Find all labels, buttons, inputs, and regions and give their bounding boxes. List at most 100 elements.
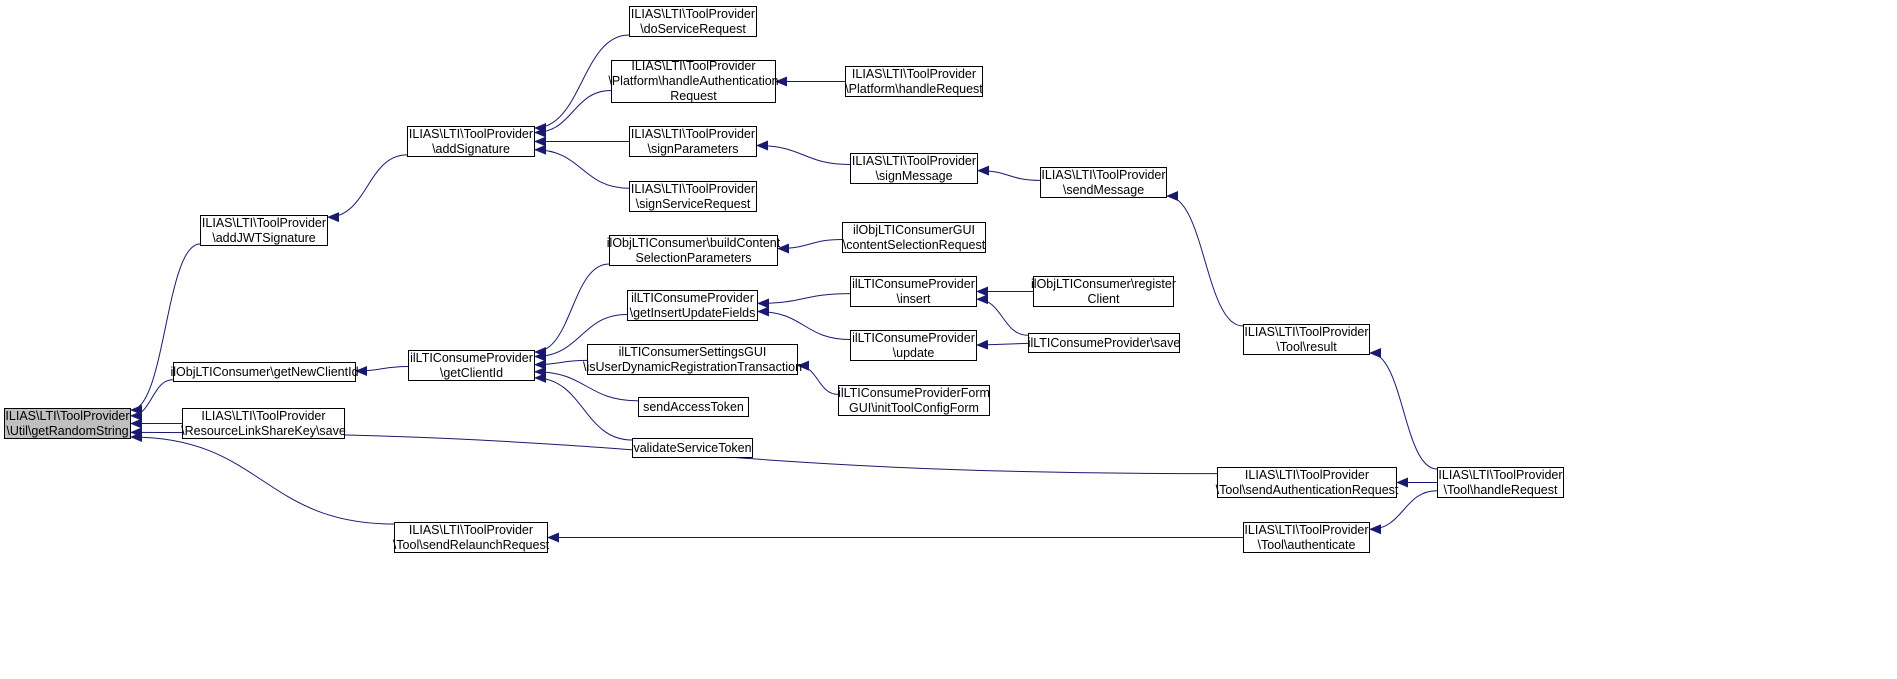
node-label-line: GUI\initToolConfigForm xyxy=(849,400,979,415)
node-label-line: SelectionParameters xyxy=(635,250,752,265)
node-label-line: Client xyxy=(1087,291,1120,306)
node-label-line: ilLTIConsumerSettingsGUI xyxy=(618,344,767,359)
graph-node-toolHandleRequest[interactable]: ILIAS\LTI\ToolProvider\Tool\handleReques… xyxy=(1437,467,1564,498)
node-label-line: \sendMessage xyxy=(1062,182,1145,197)
node-label-line: ilObjLTIConsumer\getNewClientId xyxy=(170,364,359,379)
graph-node-addJWTSignature[interactable]: ILIAS\LTI\ToolProvider\addJWTSignature xyxy=(200,215,328,246)
graph-node-provider_save[interactable]: ilLTIConsumeProvider\save xyxy=(1028,333,1180,353)
node-label-line: \Util\getRandomString xyxy=(6,423,129,438)
call-edge-isUserDynamic-to-getClientId xyxy=(534,359,588,370)
graph-node-toolAuthenticate[interactable]: ILIAS\LTI\ToolProvider\Tool\authenticate xyxy=(1243,522,1370,553)
node-label-line: sendAccessToken xyxy=(643,399,744,414)
call-edge-provider_save-to-update xyxy=(976,339,1029,350)
call-edge-getNewClientId-to-getRandomString xyxy=(130,379,174,421)
call-edge-toolResult-to-sendMessage xyxy=(1166,191,1244,327)
node-label-line: ilLTIConsumeProvider xyxy=(852,330,975,345)
node-label-line: ILIAS\LTI\ToolProvider xyxy=(1244,522,1369,537)
call-edge-buildContentSelection-to-getClientId xyxy=(534,263,610,357)
graph-node-insert[interactable]: ilLTIConsumeProvider\insert xyxy=(850,276,977,307)
node-label-line: ILIAS\LTI\ToolProvider xyxy=(408,522,534,537)
node-label-line: \isUserDynamicRegistrationTransaction xyxy=(582,359,803,374)
node-label-line: ILIAS\LTI\ToolProvider xyxy=(630,6,756,21)
call-edge-getClientId-to-getNewClientId xyxy=(355,365,409,377)
node-label-line: \Platform\handleRequest xyxy=(845,81,983,96)
call-edge-doServiceRequest-to-addSignature xyxy=(534,34,630,133)
graph-node-doServiceRequest[interactable]: ILIAS\LTI\ToolProvider\doServiceRequest xyxy=(629,6,757,37)
graph-node-getInsertUpdateFields[interactable]: ilLTIConsumeProvider\getInsertUpdateFiel… xyxy=(627,290,758,321)
node-label-line: ILIAS\LTI\ToolProvider xyxy=(630,126,756,141)
node-label-line: \addSignature xyxy=(432,141,510,156)
node-label-line: ILIAS\LTI\ToolProvider xyxy=(630,181,756,196)
node-label-line: \signServiceRequest xyxy=(635,196,751,211)
node-label-line: ilLTIConsumeProviderForm xyxy=(838,385,990,400)
node-label-line: \Tool\sendAuthenticationRequest xyxy=(1215,482,1399,497)
graph-node-getNewClientId[interactable]: ilObjLTIConsumer\getNewClientId xyxy=(170,362,359,382)
node-label-line: ILIAS\LTI\ToolProvider xyxy=(201,408,326,423)
node-label-line: ILIAS\LTI\ToolProvider xyxy=(631,59,756,73)
call-edge-insert-to-getInsertUpdateFields xyxy=(757,293,851,309)
call-edge-provider_save-to-insert xyxy=(976,294,1029,336)
call-edge-signServiceRequest-to-addSignature xyxy=(534,144,630,189)
call-edge-sendMessage-to-signMessage xyxy=(977,165,1041,181)
node-label-line: \insert xyxy=(896,291,931,306)
graph-node-platformHandleAuth[interactable]: ILIAS\LTI\ToolProvider\Platform\handleAu… xyxy=(608,59,779,103)
node-label-line: \Tool\result xyxy=(1276,339,1337,354)
node-label-line: ILIAS\LTI\ToolProvider xyxy=(1041,167,1166,182)
graph-node-platformHandleRequest[interactable]: ILIAS\LTI\ToolProvider\Platform\handleRe… xyxy=(845,66,983,97)
node-label-line: ILIAS\LTI\ToolProvider xyxy=(408,126,534,141)
graph-node-isUserDynamic[interactable]: ilLTIConsumerSettingsGUI\isUserDynamicRe… xyxy=(583,344,802,375)
call-edge-contentSelectionRequest-to-buildContentSelection xyxy=(777,238,843,254)
call-edge-toolHandleRequest-to-toolAuthenticate xyxy=(1369,490,1438,535)
node-label-line: \update xyxy=(892,345,935,360)
graph-node-sendMessage[interactable]: ILIAS\LTI\ToolProvider\sendMessage xyxy=(1040,167,1167,198)
node-label-line: ILIAS\LTI\ToolProvider xyxy=(1244,467,1370,482)
node-label-line: ilLTIConsumeProvider xyxy=(410,350,533,365)
node-label-line: \signParameters xyxy=(647,141,739,156)
node-label-line: ilObjLTIConsumerGUI xyxy=(852,222,976,237)
graph-node-validateServiceToken[interactable]: validateServiceToken xyxy=(632,438,753,458)
node-label-line: \Tool\sendRelaunchRequest xyxy=(392,537,550,552)
node-label-line: ilObjLTIConsumer\buildContent xyxy=(606,235,781,250)
graph-node-update[interactable]: ilLTIConsumeProvider\update xyxy=(850,330,977,361)
graph-node-getClientId[interactable]: ilLTIConsumeProvider\getClientId xyxy=(408,350,535,381)
call-edge-toolHandleRequest-to-toolResult xyxy=(1369,348,1438,470)
call-edge-signMessage-to-signParameters xyxy=(756,140,851,165)
node-label-line: \signMessage xyxy=(875,168,953,183)
call-edge-getInsertUpdateFields-to-getClientId xyxy=(534,314,628,362)
graph-node-signParameters[interactable]: ILIAS\LTI\ToolProvider\signParameters xyxy=(629,126,757,157)
node-label-line: ilLTIConsumeProvider xyxy=(852,276,975,291)
call-edge-validateServiceToken-to-getClientId xyxy=(534,372,633,441)
node-label-line: ilLTIConsumeProvider xyxy=(631,290,754,305)
node-label-line: ILIAS\LTI\ToolProvider xyxy=(5,408,130,423)
graph-node-sendAuthRequest[interactable]: ILIAS\LTI\ToolProvider\Tool\sendAuthenti… xyxy=(1215,467,1399,498)
graph-node-getRandomString[interactable]: ILIAS\LTI\ToolProvider\Util\getRandomStr… xyxy=(4,408,131,439)
node-label-line: \getInsertUpdateFields xyxy=(629,305,756,320)
node-label-line: \ResourceLinkShareKey\save xyxy=(181,423,346,438)
graph-node-contentSelectionRequest[interactable]: ilObjLTIConsumerGUI\contentSelectionRequ… xyxy=(842,222,986,253)
node-label-line: ILIAS\LTI\ToolProvider xyxy=(201,215,327,230)
call-edge-addSignature-to-addJWTSignature xyxy=(327,154,408,223)
call-edge-addJWTSignature-to-getRandomString xyxy=(130,243,201,415)
graph-node-addSignature[interactable]: ILIAS\LTI\ToolProvider\addSignature xyxy=(407,126,535,157)
node-label-line: \Platform\handleAuthentication xyxy=(608,74,779,88)
node-label-line: ILIAS\LTI\ToolProvider xyxy=(851,66,977,81)
node-label-line: ILIAS\LTI\ToolProvider xyxy=(851,153,977,168)
graph-node-toolResult[interactable]: ILIAS\LTI\ToolProvider\Tool\result xyxy=(1243,324,1370,355)
graph-node-sendAccessToken[interactable]: sendAccessToken xyxy=(638,397,749,417)
graph-node-signMessage[interactable]: ILIAS\LTI\ToolProvider\signMessage xyxy=(850,153,978,184)
node-label-line: \Tool\authenticate xyxy=(1257,537,1356,552)
node-label-line: ILIAS\LTI\ToolProvider xyxy=(1438,467,1563,482)
node-label-line: validateServiceToken xyxy=(633,440,752,455)
node-label-line: \contentSelectionRequest xyxy=(842,237,986,252)
node-label-line: \getClientId xyxy=(439,365,504,380)
node-label-line: \addJWTSignature xyxy=(212,230,316,245)
graph-node-sendRelaunchRequest[interactable]: ILIAS\LTI\ToolProvider\Tool\sendRelaunch… xyxy=(392,522,550,553)
call-edge-initToolConfigForm-to-isUserDynamic xyxy=(797,360,839,395)
graph-node-signServiceRequest[interactable]: ILIAS\LTI\ToolProvider\signServiceReques… xyxy=(629,181,757,212)
graph-node-rlsk_save[interactable]: ILIAS\LTI\ToolProvider\ResourceLinkShare… xyxy=(181,408,346,439)
